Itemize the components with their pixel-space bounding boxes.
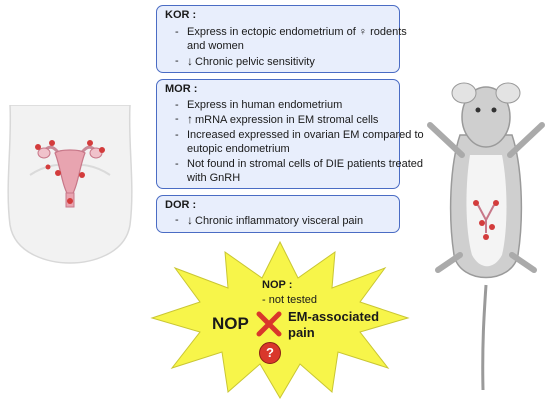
mor-line1: Express in human endometrium <box>187 99 343 111</box>
kor-box: KOR : - Express in ectopic endometrium o… <box>156 5 407 73</box>
kor-line1b: and women <box>187 40 244 52</box>
kor-title: KOR : <box>165 9 197 21</box>
up-arrow-icon: ↑ <box>187 112 193 126</box>
down-arrow-icon: ↓ <box>187 213 193 227</box>
nop-status: - not tested <box>262 294 318 306</box>
kor-line1a: Express in ectopic endometrium of ♀ rode… <box>187 26 407 38</box>
dor-line1: Chronic inflammatory visceral pain <box>195 215 364 227</box>
bullet-dash: - <box>175 214 179 226</box>
nop-burst <box>150 240 410 399</box>
nop-right-label-2: pain <box>288 325 315 340</box>
bullet-dash: - <box>175 26 179 38</box>
kor-line2-wrap: ↓Chronic pelvic sensitivity <box>187 55 315 69</box>
mor-line3b: eutopic endometrium <box>187 143 290 155</box>
bullet-dash: - <box>175 129 179 141</box>
nop-right-label-1: EM-associated <box>288 309 380 324</box>
female-pelvis-uterus-illustration <box>7 105 133 264</box>
mor-line4b: with GnRH <box>187 172 241 184</box>
question-circle-icon: ? <box>259 342 281 364</box>
red-cross-icon <box>256 311 282 337</box>
mor-box: MOR : - Express in human endometrium - ↑… <box>156 79 424 189</box>
dor-title: DOR : <box>165 199 197 211</box>
nop-title: NOP : <box>262 279 293 291</box>
mouse-illustration <box>427 82 545 391</box>
mor-title: MOR : <box>165 83 198 95</box>
bullet-dash: - <box>175 55 179 67</box>
down-arrow-icon: ↓ <box>187 54 193 68</box>
bullet-dash: - <box>175 99 179 111</box>
mor-line4a: Not found in stromal cells of DIE patien… <box>187 158 424 170</box>
mor-line2: mRNA expression in EM stromal cells <box>195 114 379 126</box>
mor-line3a: Increased expressed in ovarian EM compar… <box>187 129 424 141</box>
kor-line2: Chronic pelvic sensitivity <box>195 56 315 68</box>
mor-line2-wrap: ↑mRNA expression in EM stromal cells <box>187 113 378 127</box>
bullet-dash: - <box>175 113 179 125</box>
dor-line1-wrap: ↓Chronic inflammatory visceral pain <box>187 214 363 228</box>
dor-box: DOR : - ↓Chronic inflammatory visceral p… <box>156 195 400 233</box>
nop-left-label: NOP <box>212 314 249 333</box>
question-mark: ? <box>266 345 274 360</box>
bullet-dash: - <box>175 158 179 170</box>
